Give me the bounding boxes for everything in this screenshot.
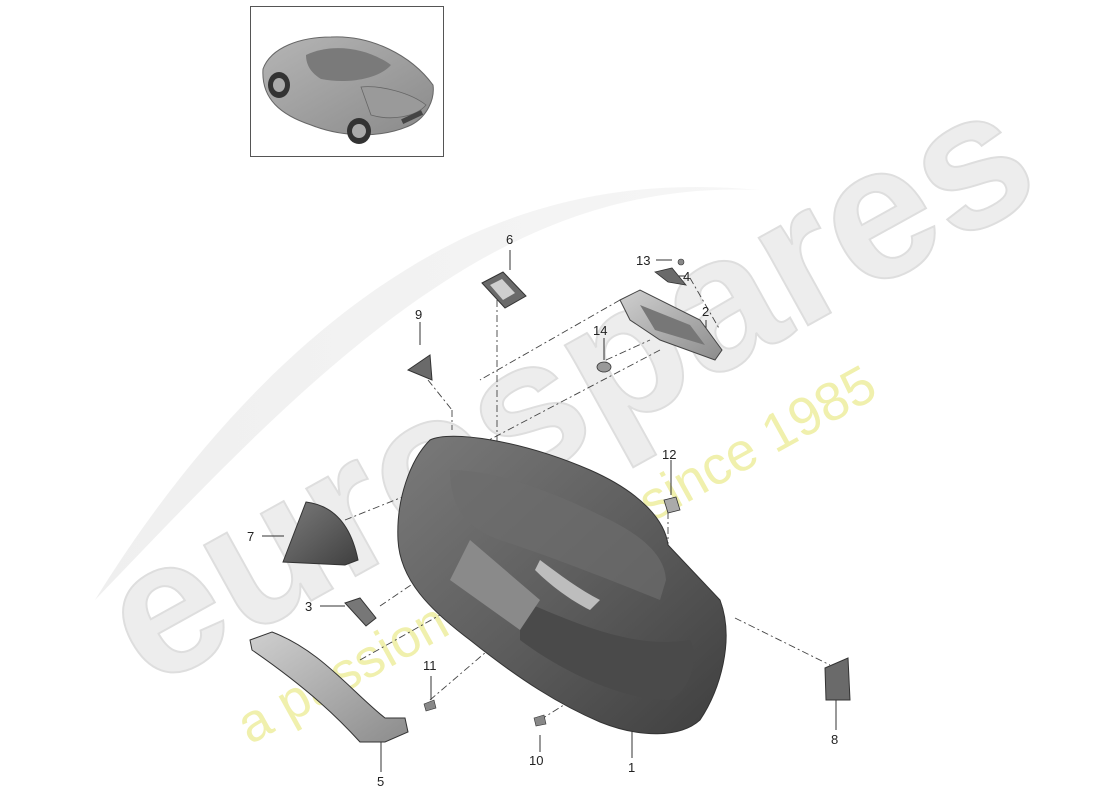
part-8-end-cap bbox=[824, 657, 851, 701]
part-14-cap bbox=[596, 361, 612, 373]
callout-2: 2 bbox=[702, 304, 710, 319]
part-2-switch-bracket bbox=[619, 289, 723, 361]
callout-12: 12 bbox=[662, 447, 677, 462]
watermark-swoosh bbox=[95, 187, 760, 600]
vehicle-thumbnail-frame bbox=[250, 6, 444, 157]
callout-3: 3 bbox=[305, 599, 313, 614]
leader-lines bbox=[262, 250, 837, 772]
part-13-screw bbox=[677, 258, 685, 266]
part-4-clip bbox=[654, 267, 687, 286]
part-5-grab-handle bbox=[249, 631, 409, 743]
callout-8: 8 bbox=[831, 732, 839, 747]
callout-5: 5 bbox=[377, 774, 385, 789]
part-6-switch-cover bbox=[481, 271, 527, 309]
callout-4: 4 bbox=[683, 269, 691, 284]
part-11-screw bbox=[423, 699, 437, 712]
part-9-cover bbox=[406, 354, 433, 381]
callout-14: 14 bbox=[593, 323, 608, 338]
callout-6: 6 bbox=[506, 232, 514, 247]
part-12-clip bbox=[663, 496, 681, 514]
part-1-door-trim-panel bbox=[397, 435, 727, 735]
callout-1: 1 bbox=[628, 760, 636, 775]
part-10-screw bbox=[533, 714, 547, 727]
callout-7: 7 bbox=[247, 529, 255, 544]
callout-10: 10 bbox=[529, 753, 544, 768]
callout-13: 13 bbox=[636, 253, 651, 268]
vehicle-thumbnail bbox=[262, 36, 434, 144]
callout-11: 11 bbox=[423, 658, 437, 673]
part-7-mirror-cover bbox=[282, 501, 359, 566]
callout-9: 9 bbox=[415, 307, 423, 322]
part-3-cover bbox=[344, 597, 377, 627]
